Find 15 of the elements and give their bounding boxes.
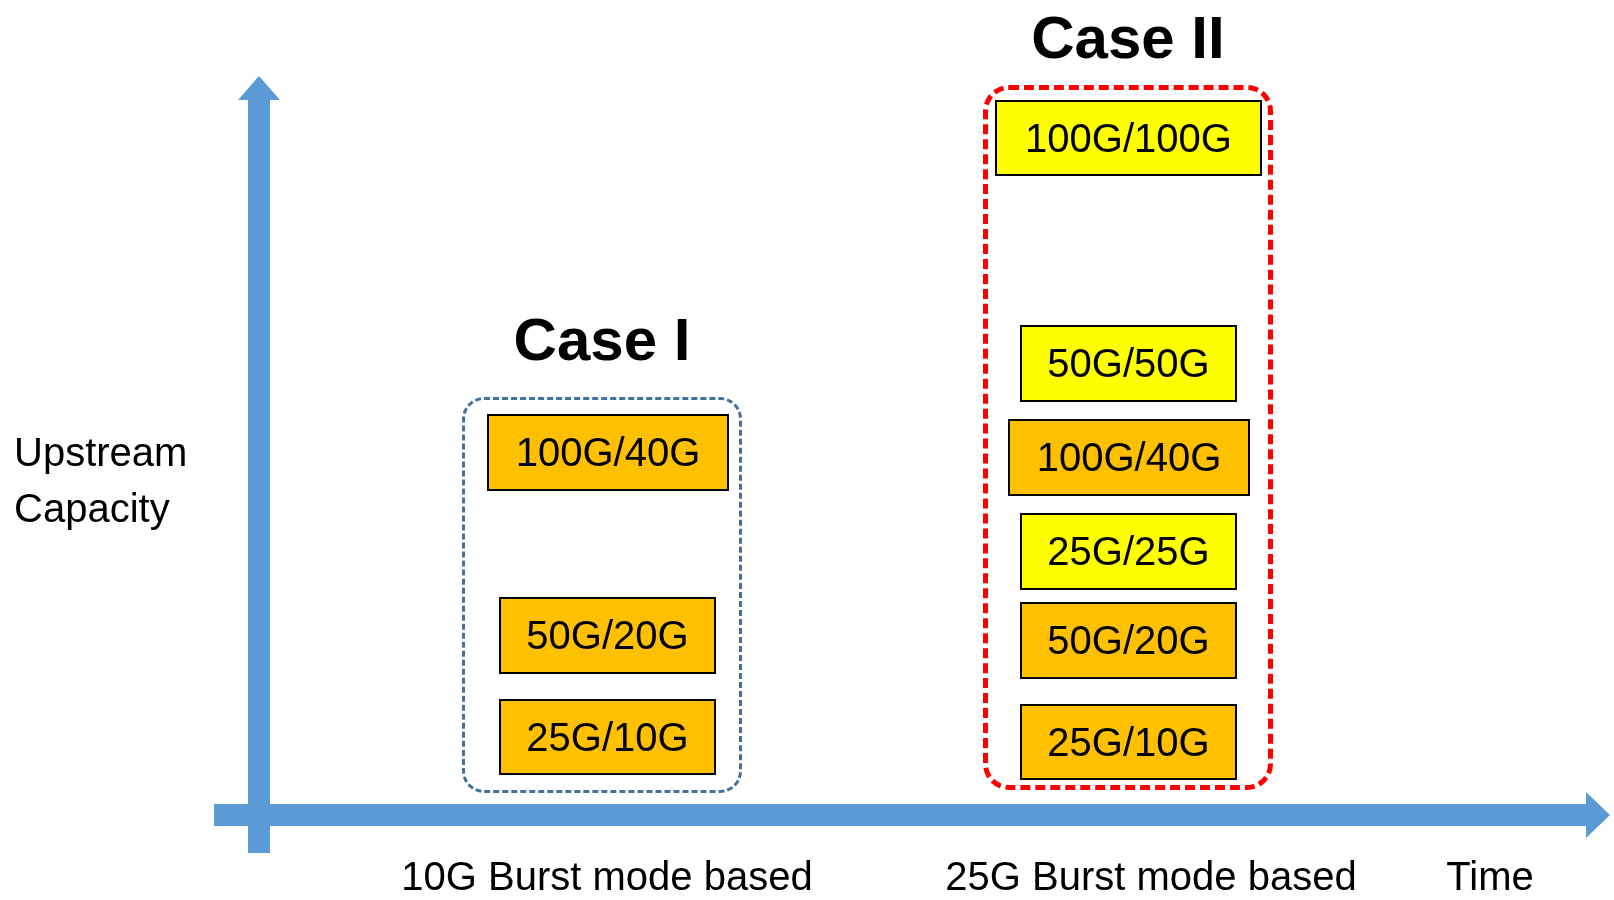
- case-heading: Case I: [512, 310, 692, 370]
- axis-label: Upstream Capacity: [14, 429, 189, 532]
- rate-box: 50G/20G: [1020, 602, 1237, 679]
- axis-label: 25G Burst mode based: [944, 853, 1358, 900]
- case-heading: Case II: [1030, 8, 1226, 68]
- rate-box: 25G/10G: [1020, 704, 1237, 780]
- rate-box: 50G/50G: [1020, 325, 1237, 402]
- rate-box: 25G/10G: [499, 699, 716, 775]
- rate-box: 100G/100G: [995, 100, 1262, 176]
- axis-label: 10G Burst mode based: [400, 853, 814, 900]
- rate-box: 25G/25G: [1020, 513, 1237, 590]
- axis-label: Time: [1445, 853, 1535, 900]
- rate-box: 100G/40G: [487, 414, 729, 491]
- rate-box: 50G/20G: [499, 597, 716, 674]
- rate-box: 100G/40G: [1008, 419, 1250, 496]
